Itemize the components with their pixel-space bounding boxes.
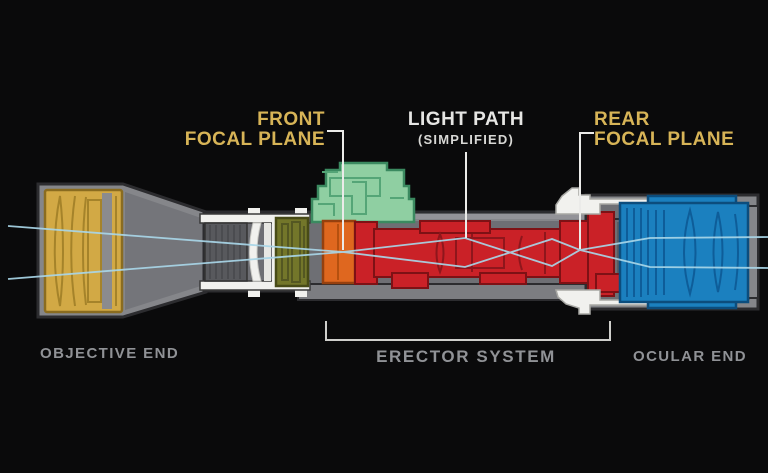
rear-flange-white (555, 187, 661, 315)
eyepiece-lens-assembly (618, 194, 759, 310)
erector-system-bracket (325, 321, 611, 341)
meniscus-lens (249, 222, 262, 282)
rear-focal-plane-leader (579, 132, 594, 249)
elevation-turret (310, 161, 416, 229)
erector-system (354, 211, 627, 297)
rear-focal-plane-label-line1: REAR (594, 109, 650, 130)
ribbed-block-lines (209, 225, 241, 279)
light-path-label-line2: (SIMPLIFIED) (417, 132, 515, 147)
ocular-end-label: OCULAR END (633, 348, 747, 365)
front-focal-plane-label: FRONT FOCAL PLANE (185, 110, 325, 150)
erector-system-label: ERECTOR SYSTEM (376, 347, 556, 366)
leader-lines (327, 130, 594, 250)
eyepiece-lens-outlines (626, 206, 739, 298)
field-lens-olive (272, 216, 310, 288)
turret-detail-lines (318, 171, 404, 216)
focus-cell (199, 208, 311, 297)
front-focal-plane-label-line1: FRONT (257, 109, 325, 130)
rear-focal-plane-label-line2: FOCAL PLANE (594, 129, 735, 150)
rear-focal-plane-label: REAR FOCAL PLANE (594, 110, 734, 150)
objective-end-label: OBJECTIVE END (40, 345, 180, 362)
light-path-rays (7, 225, 768, 280)
objective-lens-group (43, 188, 124, 314)
front-focal-plane-leader (327, 130, 344, 250)
light-path-label: LIGHT PATH (SIMPLIFIED) (408, 110, 524, 150)
light-path-label-line1: LIGHT PATH (407, 109, 525, 130)
front-focal-plane-label-line2: FOCAL PLANE (184, 129, 325, 150)
